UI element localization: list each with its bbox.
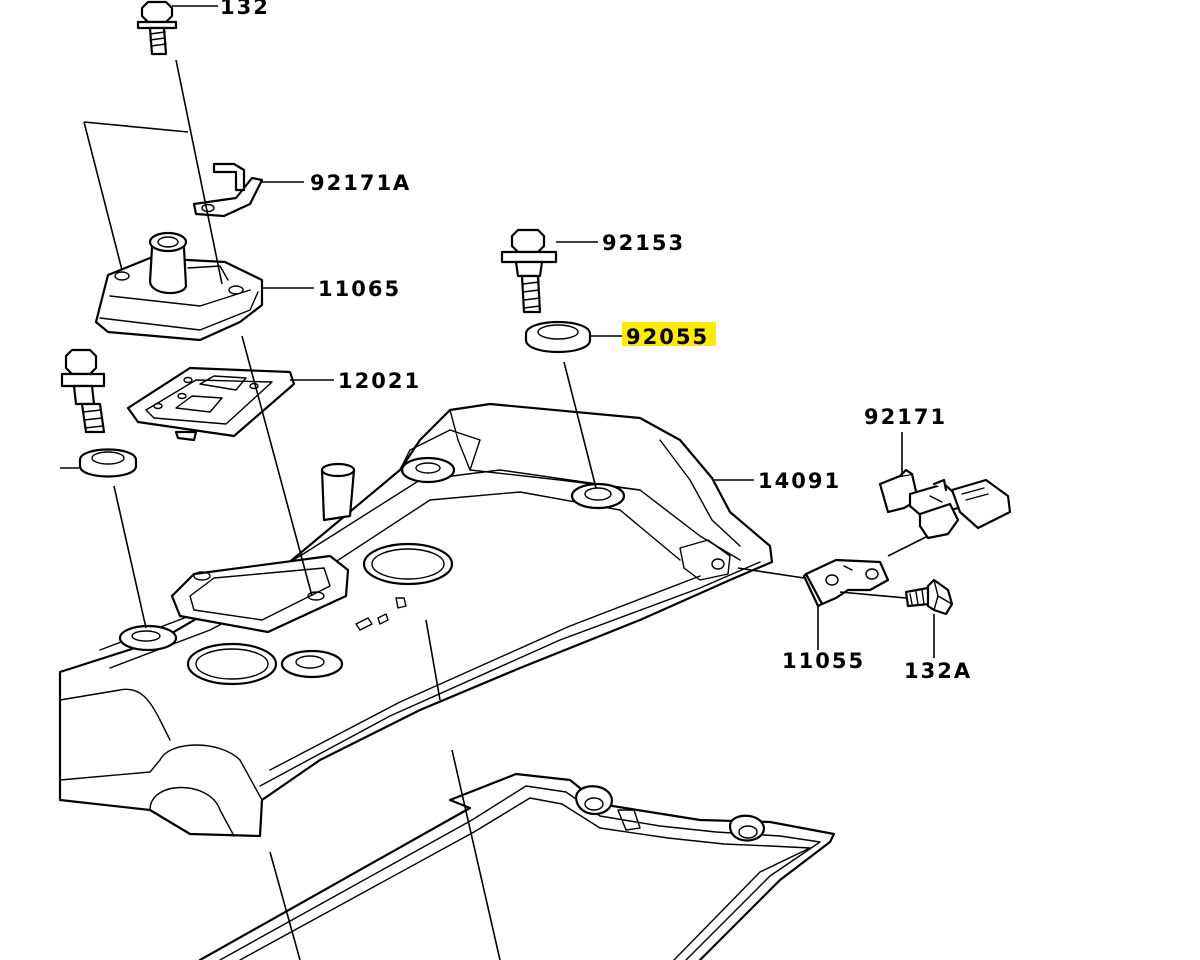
gasket-12021-drawing bbox=[126, 366, 296, 442]
label-92171[interactable]: 92171 bbox=[864, 405, 947, 429]
label-132[interactable]: 132 bbox=[220, 0, 270, 19]
label-92171A[interactable]: 92171A bbox=[310, 171, 411, 195]
label-11055[interactable]: 11055 bbox=[782, 649, 865, 673]
clamp-92171A-drawing bbox=[192, 162, 264, 218]
label-12021[interactable]: 12021 bbox=[338, 369, 421, 393]
head-cover-gasket-drawing bbox=[198, 772, 836, 960]
label-11065[interactable]: 11065 bbox=[318, 277, 401, 301]
label-14091[interactable]: 14091 bbox=[758, 469, 841, 493]
bolt-left-drawing bbox=[60, 348, 106, 434]
bolt-92153-drawing bbox=[500, 228, 558, 314]
washer-92055-drawing bbox=[524, 320, 592, 354]
breather-cover-11065-drawing bbox=[94, 231, 264, 342]
bolt-132A-drawing bbox=[904, 578, 954, 616]
bracket-11055-drawing bbox=[802, 558, 890, 608]
cylinder-head-cover-14091-drawing bbox=[58, 402, 774, 838]
label-132A[interactable]: 132A bbox=[904, 659, 972, 683]
bolt-132-drawing bbox=[136, 0, 178, 56]
clamp-92171-drawing bbox=[878, 468, 1012, 540]
leader-lines bbox=[60, 5, 935, 960]
washer-left-drawing bbox=[78, 448, 138, 478]
label-92153[interactable]: 92153 bbox=[602, 231, 685, 255]
label-92055[interactable]: 92055 bbox=[626, 325, 709, 349]
highlight-marker bbox=[622, 322, 716, 346]
